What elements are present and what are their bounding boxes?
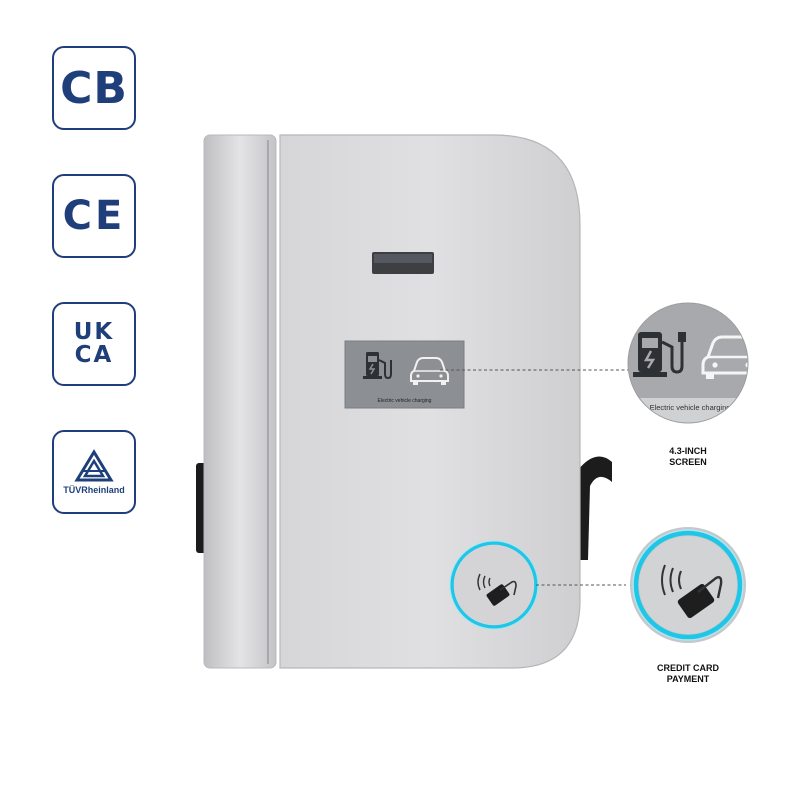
contactless-payment-icon (477, 573, 517, 606)
screen-callout-line-2: SCREEN (669, 457, 707, 467)
payment-callout-label: CREDIT CARD PAYMENT (628, 663, 748, 685)
status-indicator-shine (374, 254, 432, 263)
charging-station-icon (363, 352, 392, 380)
zoom-charging-station-icon (633, 332, 686, 377)
charger-screen (344, 340, 465, 409)
ukca-certification-badge: UK CA (52, 302, 136, 386)
ukca-logo-text: UK CA (74, 321, 115, 367)
zoom-screen-caption: Electric vehicle charging (650, 403, 731, 412)
tuv-certification-badge: TÜVRheinland (52, 430, 136, 514)
screen-callout-label: 4.3-INCH SCREEN (628, 446, 748, 468)
tuv-label: TÜVRheinland (63, 485, 125, 495)
cb-logo-text: CB (60, 62, 128, 114)
ukca-line-1: UK (73, 319, 115, 345)
nfc-card-reader (449, 540, 539, 630)
payment-callout-line-2: PAYMENT (666, 674, 710, 684)
screen-caption: Electric vehicle charging (378, 398, 432, 404)
payment-callout-line-1: CREDIT CARD (657, 663, 719, 673)
car-icon (410, 357, 449, 385)
side-panel (203, 134, 277, 669)
zoom-contactless-payment-icon (661, 564, 723, 619)
zoom-car-icon (701, 335, 748, 379)
nfc-zoom-circle (630, 527, 746, 643)
right-cable (578, 456, 612, 560)
screen-zoom-circle: Electric vehicle charging (627, 302, 749, 424)
cb-certification-badge: CB (52, 46, 136, 130)
ce-certification-badge: CE (52, 174, 136, 258)
screen-callout-line-1: 4.3-INCH (669, 446, 707, 456)
tuv-triangle-icon (74, 449, 114, 482)
ce-logo-text: CE (62, 193, 126, 239)
ukca-line-2: CA (74, 342, 114, 368)
